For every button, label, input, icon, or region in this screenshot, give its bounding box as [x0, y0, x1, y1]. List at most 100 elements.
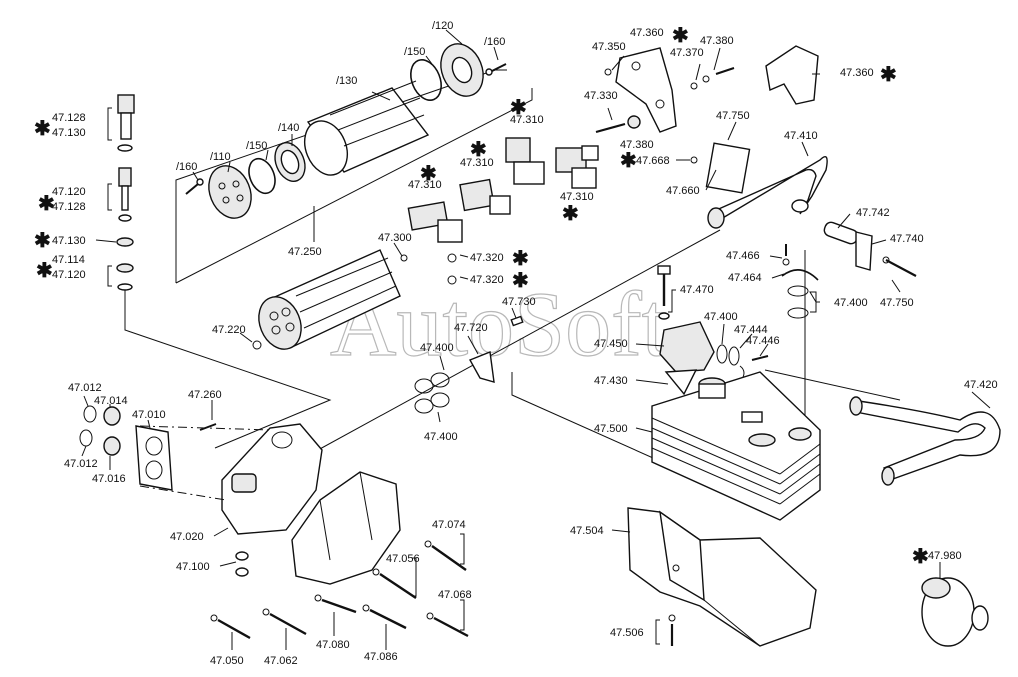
filter-housing-assembly: [185, 43, 507, 219]
sensor-stack-left: [116, 94, 135, 291]
callout-47056: 47.056: [386, 553, 420, 565]
main-housing: [79, 405, 323, 577]
callout-47720: 47.720: [454, 322, 488, 334]
dashed-alignment-lines: [139, 425, 273, 501]
callout-47050: 47.050: [210, 655, 244, 667]
callout-47660: 47.660: [666, 185, 700, 197]
callout-47470: 47.470: [680, 284, 714, 296]
callout-47430: 47.430: [594, 375, 628, 387]
star-47360-b: ✱: [880, 64, 897, 86]
callout-47400-d: 47.400: [704, 311, 738, 323]
callout-47464: 47.464: [728, 272, 762, 284]
callout-47310-a: 47.310: [510, 114, 544, 126]
callout-47466: 47.466: [726, 250, 760, 262]
star-47310-d: ✱: [562, 203, 579, 225]
solenoid-valves: [400, 115, 641, 285]
callout-47330: 47.330: [584, 90, 618, 102]
lower-bracket-and-bolts: [210, 471, 469, 640]
callout-47360-b: 47.360: [840, 67, 874, 79]
callout-47450: 47.450: [594, 338, 628, 350]
callout-47400-b: 47.400: [420, 342, 454, 354]
callout-47320-b: 47.320: [470, 274, 504, 286]
callout-47130-a: 47.130: [52, 127, 86, 139]
callout-47300: 47.300: [378, 232, 412, 244]
callout-47260: 47.260: [188, 389, 222, 401]
callout-47400-a: 47.400: [834, 297, 868, 309]
callout-47380-b: 47.380: [700, 35, 734, 47]
callout-47220: 47.220: [212, 324, 246, 336]
callout-47370: 47.370: [670, 47, 704, 59]
callout-47128-a: 47.128: [52, 112, 86, 124]
callout-47380-a: 47.380: [620, 139, 654, 151]
star-47114: ✱: [36, 260, 53, 282]
callout-120: /120: [432, 20, 453, 32]
callout-47446: 47.446: [746, 335, 780, 347]
callout-47410: 47.410: [784, 130, 818, 142]
star-47320-b: ✱: [512, 270, 529, 292]
callout-47114: 47.114: [52, 254, 85, 266]
callout-47360-a: 47.360: [630, 27, 664, 39]
oil-cooler: [651, 371, 821, 521]
leader-lines: [124, 69, 901, 471]
part-47980: [921, 577, 989, 647]
callout-47742: 47.742: [856, 207, 890, 219]
callout-47120-b: 47.120: [52, 269, 86, 281]
callout-47014: 47.014: [94, 395, 128, 407]
callout-47062: 47.062: [264, 655, 298, 667]
callout-140: /140: [278, 122, 299, 134]
star-47980: ✱: [912, 546, 929, 568]
callout-47080: 47.080: [316, 639, 350, 651]
callout-160-a: /160: [484, 36, 505, 48]
star-47310-b: ✱: [470, 139, 487, 161]
thermostat-block: [414, 315, 769, 414]
callout-150-a: /150: [404, 46, 425, 58]
callout-47016: 47.016: [92, 473, 126, 485]
star-47130: ✱: [34, 230, 51, 252]
part-callouts: /120 /150 /160 /130 /160 /110 /150 /140 …: [34, 20, 998, 667]
callout-130: /130: [336, 75, 357, 87]
callout-47420: 47.420: [964, 379, 998, 391]
star-47310-c: ✱: [420, 163, 437, 185]
callout-47980: 47.980: [928, 550, 962, 562]
star-47668: ✱: [620, 150, 637, 172]
callout-47020: 47.020: [170, 531, 204, 543]
callout-47086: 47.086: [364, 651, 398, 663]
center-bolt-and-clamp: [657, 244, 819, 320]
star-47320-a: ✱: [512, 248, 529, 270]
callout-47668: 47.668: [636, 155, 670, 167]
star-47310-a: ✱: [510, 97, 527, 119]
callout-47750-a: 47.750: [716, 110, 750, 122]
callout-47320-a: 47.320: [470, 252, 504, 264]
callout-160-b: /160: [176, 161, 197, 173]
callout-47750-b: 47.750: [880, 297, 914, 309]
callout-47250: 47.250: [288, 246, 322, 258]
pipe-47420: [849, 396, 1001, 486]
callout-47740: 47.740: [890, 233, 924, 245]
pipe-47410: [690, 142, 917, 277]
callout-47130-b: 47.130: [52, 235, 86, 247]
callout-47010: 47.010: [132, 409, 166, 421]
callout-47506: 47.506: [610, 627, 644, 639]
bracket-47360: [604, 45, 819, 133]
star-47120: ✱: [38, 193, 55, 215]
callout-47310-d: 47.310: [560, 191, 594, 203]
callout-47100: 47.100: [176, 561, 210, 573]
callout-150-b: /150: [246, 140, 267, 152]
callout-47068: 47.068: [438, 589, 472, 601]
callout-47310-b: 47.310: [460, 157, 494, 169]
callout-47730: 47.730: [502, 296, 536, 308]
callout-47350: 47.350: [592, 41, 626, 53]
callout-47500: 47.500: [594, 423, 628, 435]
callout-leaders: [81, 29, 991, 650]
callout-47074: 47.074: [432, 519, 466, 531]
callout-47012-b: 47.012: [64, 458, 98, 470]
callout-47128-b: 47.128: [52, 201, 86, 213]
callout-47504: 47.504: [570, 525, 604, 537]
star-47128: ✱: [34, 118, 51, 140]
callout-47400-c: 47.400: [424, 431, 458, 443]
support-bracket: [627, 507, 817, 647]
callout-47012-a: 47.012: [68, 382, 102, 394]
star-47360-a: ✱: [672, 25, 689, 47]
callout-47120-a: 47.120: [52, 186, 86, 198]
